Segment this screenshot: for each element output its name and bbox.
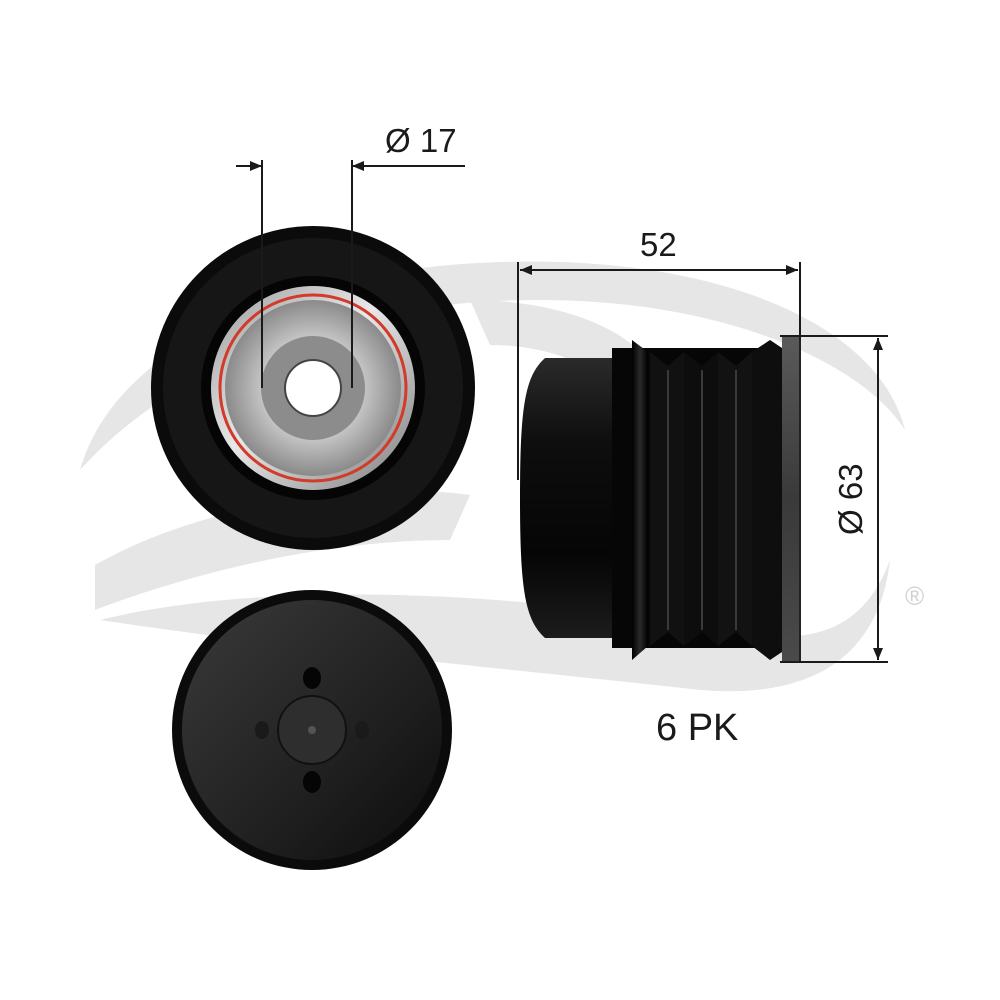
width-label: 52 (640, 226, 677, 263)
cap-center-dot (308, 726, 316, 734)
cap-slot-top (303, 667, 321, 689)
side-front-flange (782, 336, 800, 662)
pulley-side-view (520, 336, 801, 662)
bore-dimension: Ø 17 (236, 122, 465, 171)
rib-1 (632, 340, 648, 660)
outer-diameter-label: Ø 63 (832, 463, 869, 535)
width-dimension: 52 (517, 226, 801, 480)
registered-mark: ® (905, 581, 924, 611)
cap-slot-bottom (303, 771, 321, 793)
side-hub-cylinder (520, 358, 612, 638)
cap-dimple-left (255, 721, 269, 739)
bearing-red-seal (218, 293, 408, 483)
pulley-cap-view (172, 590, 452, 870)
rib-5 (752, 340, 782, 660)
outer-diameter-dimension: Ø 63 (780, 335, 888, 663)
bore-diameter-label: Ø 17 (385, 122, 457, 159)
bore-hole (284, 359, 342, 417)
side-ribs (632, 340, 782, 660)
pulley-front-view (151, 160, 475, 550)
cap-dimple-right (355, 721, 369, 739)
watermark-swoosh-lower (100, 560, 890, 692)
profile-label: 6 PK (656, 707, 738, 749)
